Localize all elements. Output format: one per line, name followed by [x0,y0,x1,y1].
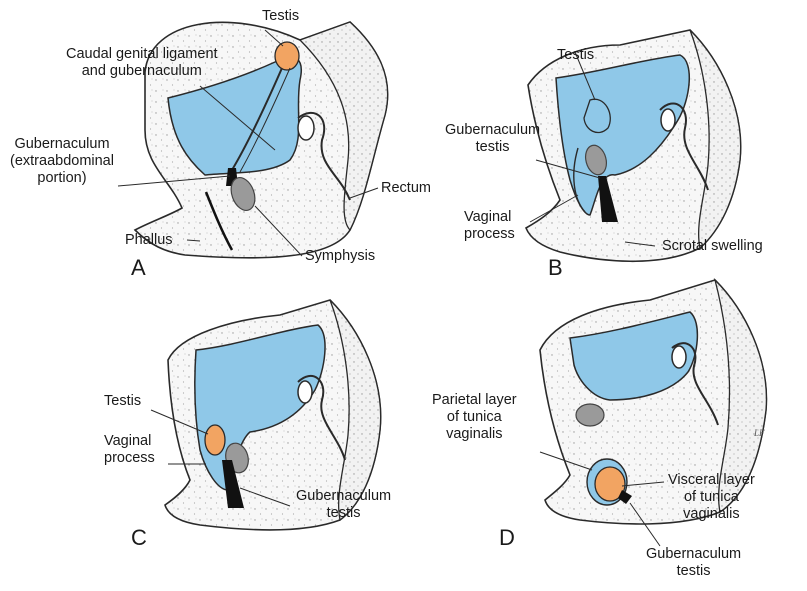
panel-b-label-scrotal-swelling: Scrotal swelling [662,238,763,255]
panel-a-label-gubernaculum-extra: Gubernaculum (extraabdominal portion) [10,136,114,187]
panel-b-label-vaginal-process: Vaginal process [464,209,515,243]
panel-a-label-caudal-ligament: Caudal genital ligament and gubernaculum [66,46,218,80]
panel-d-label-parietal-layer: Parietal layer of tunica vaginalis [432,392,517,443]
panel-d-letter: D [499,525,515,551]
panel-c-label-gubernaculum-testis: Gubernaculum testis [296,488,391,522]
panel-b-drawing [526,30,741,261]
panel-d-label-visceral-layer: Visceral layer of tunica vaginalis [668,472,755,523]
panel-a-testis [275,42,299,70]
panel-d-symphysis [576,404,604,426]
panel-c-rectum-lumen [298,381,312,403]
panel-b-letter: B [548,255,563,281]
panel-c-label-testis: Testis [104,393,141,410]
panel-a-label-rectum: Rectum [381,180,431,197]
panel-a-label-symphysis: Symphysis [305,248,375,265]
panel-d-rectum-lumen [672,346,686,368]
artist-initials: LF [754,428,765,438]
panel-a-letter: A [131,255,146,281]
panel-c-letter: C [131,525,147,551]
panel-b-label-testis: Testis [557,47,594,64]
panel-b-label-gubernaculum-testis: Gubernaculum testis [445,122,540,156]
panel-d-label-gubernaculum-testis: Gubernaculum testis [646,546,741,580]
panel-b-rectum-lumen [661,109,675,131]
panel-a-rectum-lumen [298,116,314,140]
panel-a-label-phallus: Phallus [125,232,173,249]
panel-c-testis [205,425,225,455]
panel-c-label-vaginal-process: Vaginal process [104,433,155,467]
panel-a-label-testis: Testis [262,8,299,25]
